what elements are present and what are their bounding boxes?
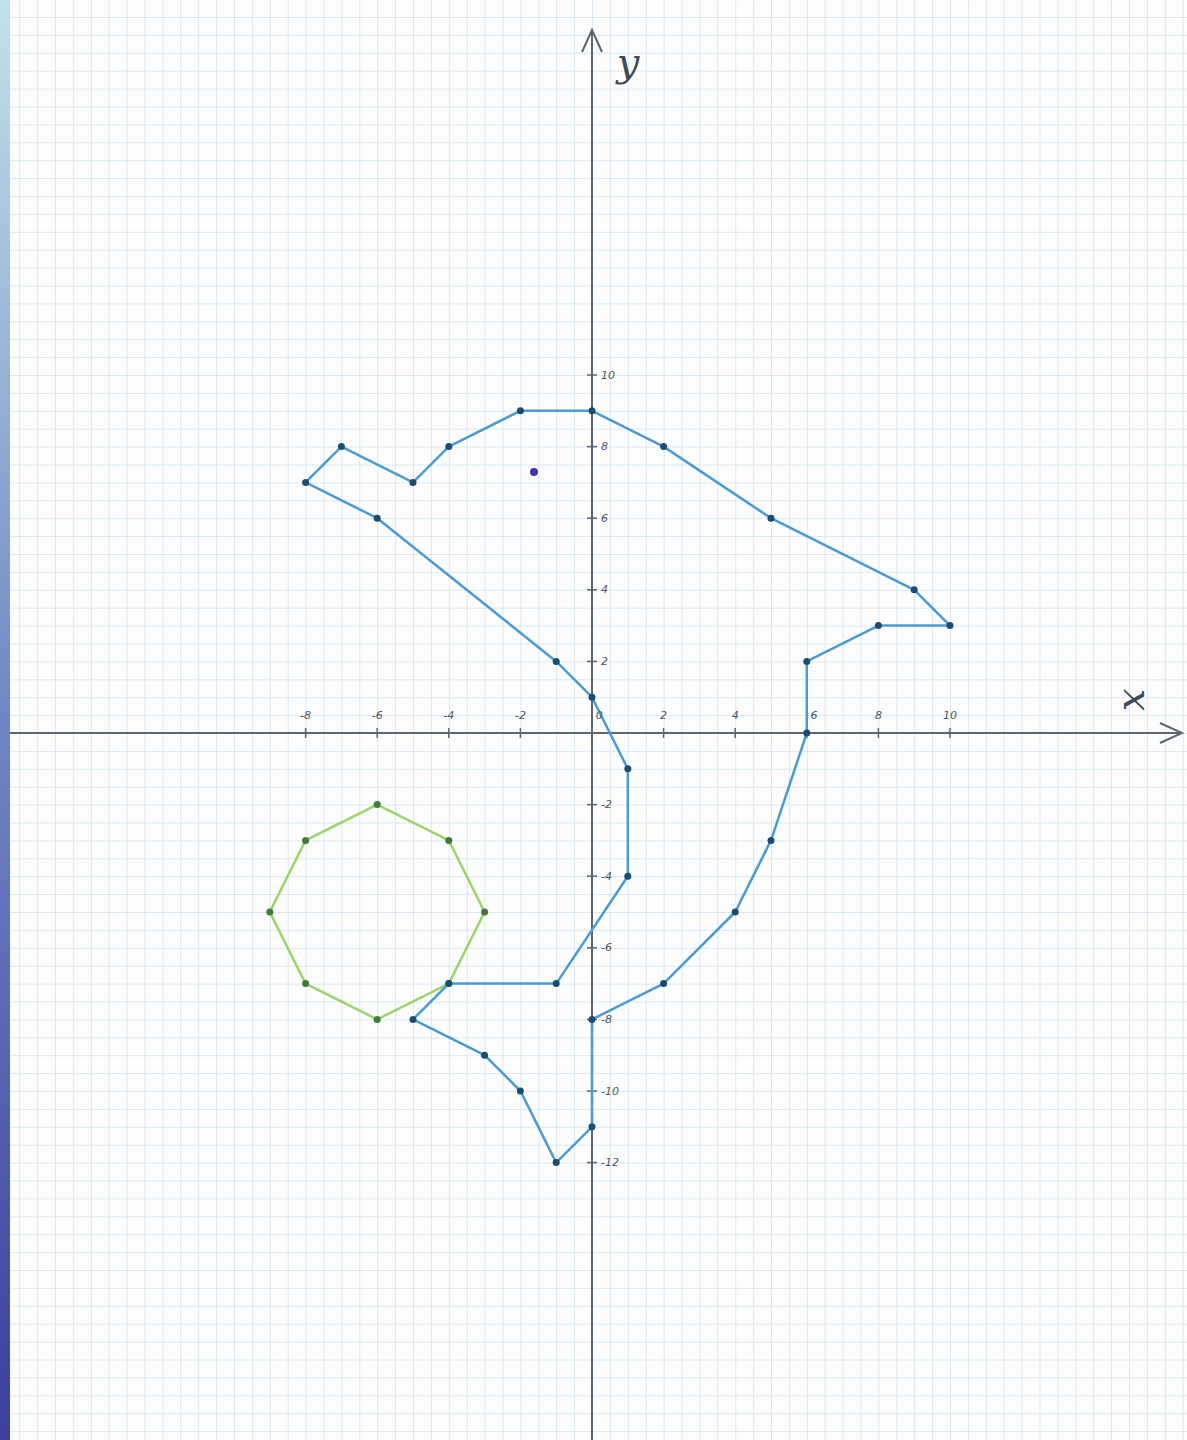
tick-number: 6 [810, 710, 817, 721]
tick [448, 728, 450, 738]
tick [305, 728, 307, 738]
tick [587, 446, 597, 448]
tick [376, 728, 378, 738]
tick [587, 517, 597, 519]
tick [587, 589, 597, 591]
vertex-dot [553, 658, 560, 665]
vertex-dot [660, 980, 667, 987]
vertex-dot [445, 837, 452, 844]
tick-number: 8 [601, 441, 608, 452]
vertex-dot [624, 873, 631, 880]
vertex-dot [445, 443, 452, 450]
vertex-dot [589, 1123, 596, 1130]
vertex-dot [445, 980, 452, 987]
vertex-dot [302, 980, 309, 987]
vertex-dot [947, 622, 954, 629]
tick [587, 947, 597, 949]
vertex-dot [302, 837, 309, 844]
tick [587, 875, 597, 877]
tick-number: -2 [515, 710, 526, 721]
vertex-dot [302, 479, 309, 486]
vertex-dot [732, 909, 739, 916]
tick-number: -2 [601, 799, 612, 810]
axis-name: x [1118, 689, 1158, 712]
vertex-dot [517, 407, 524, 414]
vertex-dot [481, 909, 488, 916]
vertex-dot [911, 586, 918, 593]
vertex-dot [875, 622, 882, 629]
tick-number: -8 [601, 1014, 612, 1025]
dolphin-eye [530, 468, 538, 476]
ball-octagon [266, 801, 488, 1023]
tick-number: 0 [596, 710, 603, 721]
vertex-dot [266, 909, 273, 916]
tick-number: -4 [601, 871, 612, 882]
vertex-dot [589, 1016, 596, 1023]
vertex-dot [768, 837, 775, 844]
tick-number: 2 [660, 710, 667, 721]
vertex-dot [803, 658, 810, 665]
vertex-dot [374, 1016, 381, 1023]
tick [587, 374, 597, 376]
tick-number: 4 [732, 710, 739, 721]
vertex-dot [553, 1159, 560, 1166]
tick [587, 661, 597, 663]
tick-number: 10 [601, 370, 615, 381]
vertex-dot [553, 980, 560, 987]
vertex-dot [624, 765, 631, 772]
vertex-dot [445, 980, 452, 987]
tick [734, 728, 736, 738]
vertex-dot [374, 515, 381, 522]
vertex-dot [589, 694, 596, 701]
tick [587, 1162, 597, 1164]
vertex-dot [517, 1088, 524, 1095]
tick [878, 728, 880, 738]
tick-number: 4 [601, 584, 608, 595]
dolphin-outline [302, 407, 953, 1166]
vertex-dot [803, 730, 810, 737]
ball-outline [270, 805, 485, 1020]
vertex-dot [589, 407, 596, 414]
tick-number: -4 [443, 710, 454, 721]
dolphin-line [306, 411, 950, 1163]
vertex-dot [481, 1052, 488, 1059]
edge-strip [0, 0, 10, 1440]
tick-marks [306, 375, 950, 1163]
vertex-dot [338, 443, 345, 450]
vertex-dot [660, 443, 667, 450]
tick-number: -6 [372, 710, 383, 721]
vertex-dot [410, 1016, 417, 1023]
tick [587, 804, 597, 806]
tick [949, 728, 951, 738]
tick-number: 2 [601, 656, 608, 667]
tick-number: -12 [601, 1157, 619, 1168]
tick [663, 728, 665, 738]
tick-number: 6 [601, 513, 608, 524]
tick-number: -10 [601, 1086, 619, 1097]
tick-number: 8 [875, 710, 882, 721]
tick-number: -6 [601, 942, 612, 953]
tick [520, 728, 522, 738]
tick-number: -8 [300, 710, 311, 721]
vertex-dot [410, 479, 417, 486]
vertex-dot [768, 515, 775, 522]
axis-name: y [617, 42, 640, 82]
vertex-dot [374, 801, 381, 808]
axes [10, 30, 1182, 1440]
tick-number: 10 [943, 710, 957, 721]
